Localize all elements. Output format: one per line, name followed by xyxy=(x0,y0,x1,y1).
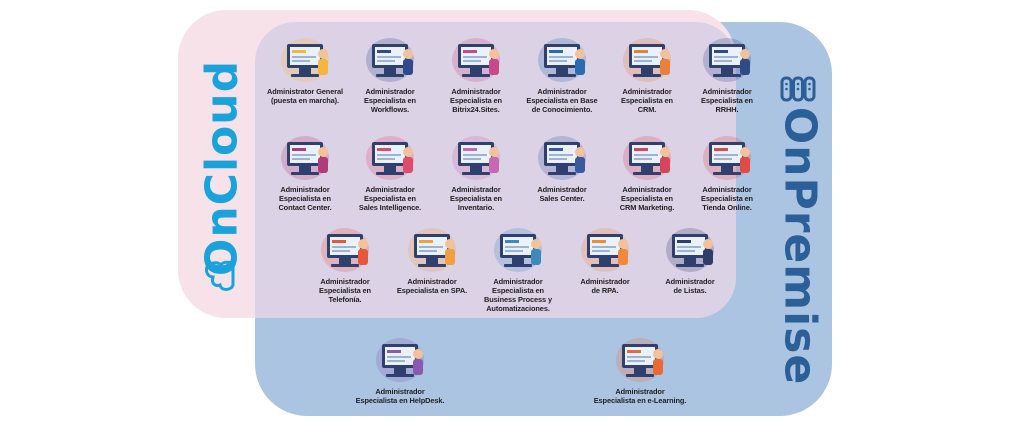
role-item: Administrador Especialista en Business P… xyxy=(470,220,566,313)
role-item: Administrador Especialista en Tienda Onl… xyxy=(679,128,775,212)
role-item: Administrador Especialista en Workflows. xyxy=(342,30,438,114)
woman-laptop-icon xyxy=(281,38,329,82)
role-item: Administrador Especialista en CRM. xyxy=(599,30,695,114)
online-store-icon xyxy=(703,136,751,180)
role-label: Administrador Especialista en Telefonía. xyxy=(319,277,371,304)
role-label: Administrador Especialista en SPA. xyxy=(396,277,468,295)
role-label: Administrador Especialista en Contact Ce… xyxy=(278,185,332,212)
role-item: Administrador Especialista en RRHH. xyxy=(679,30,775,114)
sales-center-icon xyxy=(538,136,586,180)
role-label: Administrador Especialista en Bitrix24.S… xyxy=(450,87,502,114)
oncloud-title: OnCloud xyxy=(196,59,248,277)
role-label: Administrador Especialista en CRM. xyxy=(621,87,673,114)
sales-intelligence-icon xyxy=(366,136,414,180)
e-learning-icon xyxy=(616,338,664,382)
role-item: Administrador Especialista en Base de Co… xyxy=(514,30,610,114)
role-item: Administrador Especialista en HelpDesk. xyxy=(352,330,448,405)
role-label: Administrador Especialista en CRM Market… xyxy=(619,185,675,212)
hr-icon xyxy=(703,38,751,82)
workflow-icon xyxy=(366,38,414,82)
business-process-icon xyxy=(494,228,542,272)
role-label: Administrator General (puesta en marcha)… xyxy=(267,87,343,105)
role-item: Administrador Especialista en Bitrix24.S… xyxy=(428,30,524,114)
role-item: Administrador Especialista en Contact Ce… xyxy=(257,128,353,212)
role-label: Administrador Especialista en e-Learning… xyxy=(593,387,687,405)
crm-icon xyxy=(623,38,671,82)
role-item: Administrador Especialista en Inventario… xyxy=(428,128,524,212)
lists-icon xyxy=(666,228,714,272)
role-label: Administrador Especialista en Inventario… xyxy=(450,185,502,212)
cloud-icon xyxy=(205,260,235,291)
helpdesk-icon xyxy=(376,338,424,382)
role-label: Administrador Especialista en Workflows. xyxy=(364,87,416,114)
role-item: Administrador Especialista en Sales Inte… xyxy=(342,128,438,212)
role-item: Administrator General (puesta en marcha)… xyxy=(257,30,353,105)
inventory-icon xyxy=(452,136,500,180)
role-label: Administrador Sales Center. xyxy=(537,185,587,203)
role-item: Administrador Especialista en CRM Market… xyxy=(599,128,695,212)
website-builder-icon xyxy=(452,38,500,82)
crm-marketing-icon xyxy=(623,136,671,180)
spa-icon xyxy=(408,228,456,272)
role-label: Administrador Especialista en RRHH. xyxy=(701,87,753,114)
role-label: Administrador de RPA. xyxy=(580,277,630,295)
onpremise-title: OnPremise xyxy=(774,106,826,386)
role-label: Administrador Especialista en HelpDesk. xyxy=(355,387,445,405)
role-item: Administrador Especialista en Telefonía. xyxy=(297,220,393,304)
rpa-icon xyxy=(581,228,629,272)
role-item: Administrador de Listas. xyxy=(642,220,738,295)
role-label: Administrador Especialista en Tienda Onl… xyxy=(701,185,753,212)
role-label: Administrador Especialista en Base de Co… xyxy=(526,87,598,114)
telephony-icon xyxy=(321,228,369,272)
role-item: Administrador de RPA. xyxy=(557,220,653,295)
role-label: Administrador Especialista en Sales Inte… xyxy=(358,185,422,212)
role-item: Administrador Especialista en e-Learning… xyxy=(592,330,688,405)
server-icon xyxy=(780,76,816,102)
role-item: Administrador Sales Center. xyxy=(514,128,610,203)
contact-center-icon xyxy=(281,136,329,180)
role-item: Administrador Especialista en SPA. xyxy=(384,220,480,295)
knowledge-base-icon xyxy=(538,38,586,82)
role-label: Administrador de Listas. xyxy=(665,277,715,295)
role-label: Administrador Especialista en Business P… xyxy=(483,277,553,313)
